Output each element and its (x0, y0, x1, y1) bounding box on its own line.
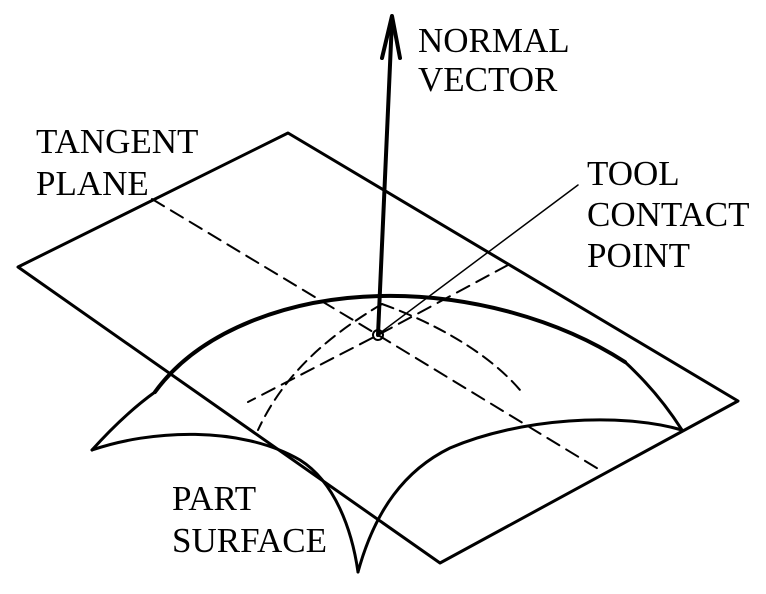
part-surface-front-right-edge (356, 418, 684, 574)
tool-contact-point-label-line-1: TOOL (587, 154, 678, 193)
normal-vector-label: NORMAL VECTOR (418, 21, 577, 99)
tangent-plane-label-line-2: PLANE (36, 164, 149, 203)
tangent-plane-label: TANGENT PLANE (36, 122, 207, 203)
part-surface-iso-curve-1 (257, 303, 383, 431)
tool-contact-point-label-line-3: POINT (587, 236, 690, 275)
tool-contact-point-label-line-2: CONTACT (587, 195, 749, 234)
normal-vector-line (376, 18, 394, 337)
tangent-plane-centerline-short (247, 264, 509, 403)
part-surface-label-line-1: PART (172, 479, 256, 518)
normal-vector-label-line-2: VECTOR (418, 60, 558, 99)
tool-contact-leader-line (379, 184, 579, 334)
tangent-plane-label-line-1: TANGENT (36, 122, 198, 161)
normal-vector-arrowhead (380, 14, 402, 60)
part-surface-right-edge (623, 360, 684, 432)
part-surface-left-edge (90, 390, 157, 452)
part-surface-label-line-2: SURFACE (172, 521, 327, 560)
part-surface-iso-curve-2 (381, 303, 521, 391)
part-surface-front-left-edge (90, 432, 360, 574)
normal-vector-label-line-1: NORMAL (418, 21, 568, 60)
part-surface-top-ridge (153, 293, 627, 394)
tangent-plane (16, 131, 740, 565)
part-surface-label: PART SURFACE (172, 479, 327, 560)
tool-contact-point-label: TOOL CONTACT POINT (587, 154, 758, 275)
tool-contact-point-marker (372, 329, 384, 341)
